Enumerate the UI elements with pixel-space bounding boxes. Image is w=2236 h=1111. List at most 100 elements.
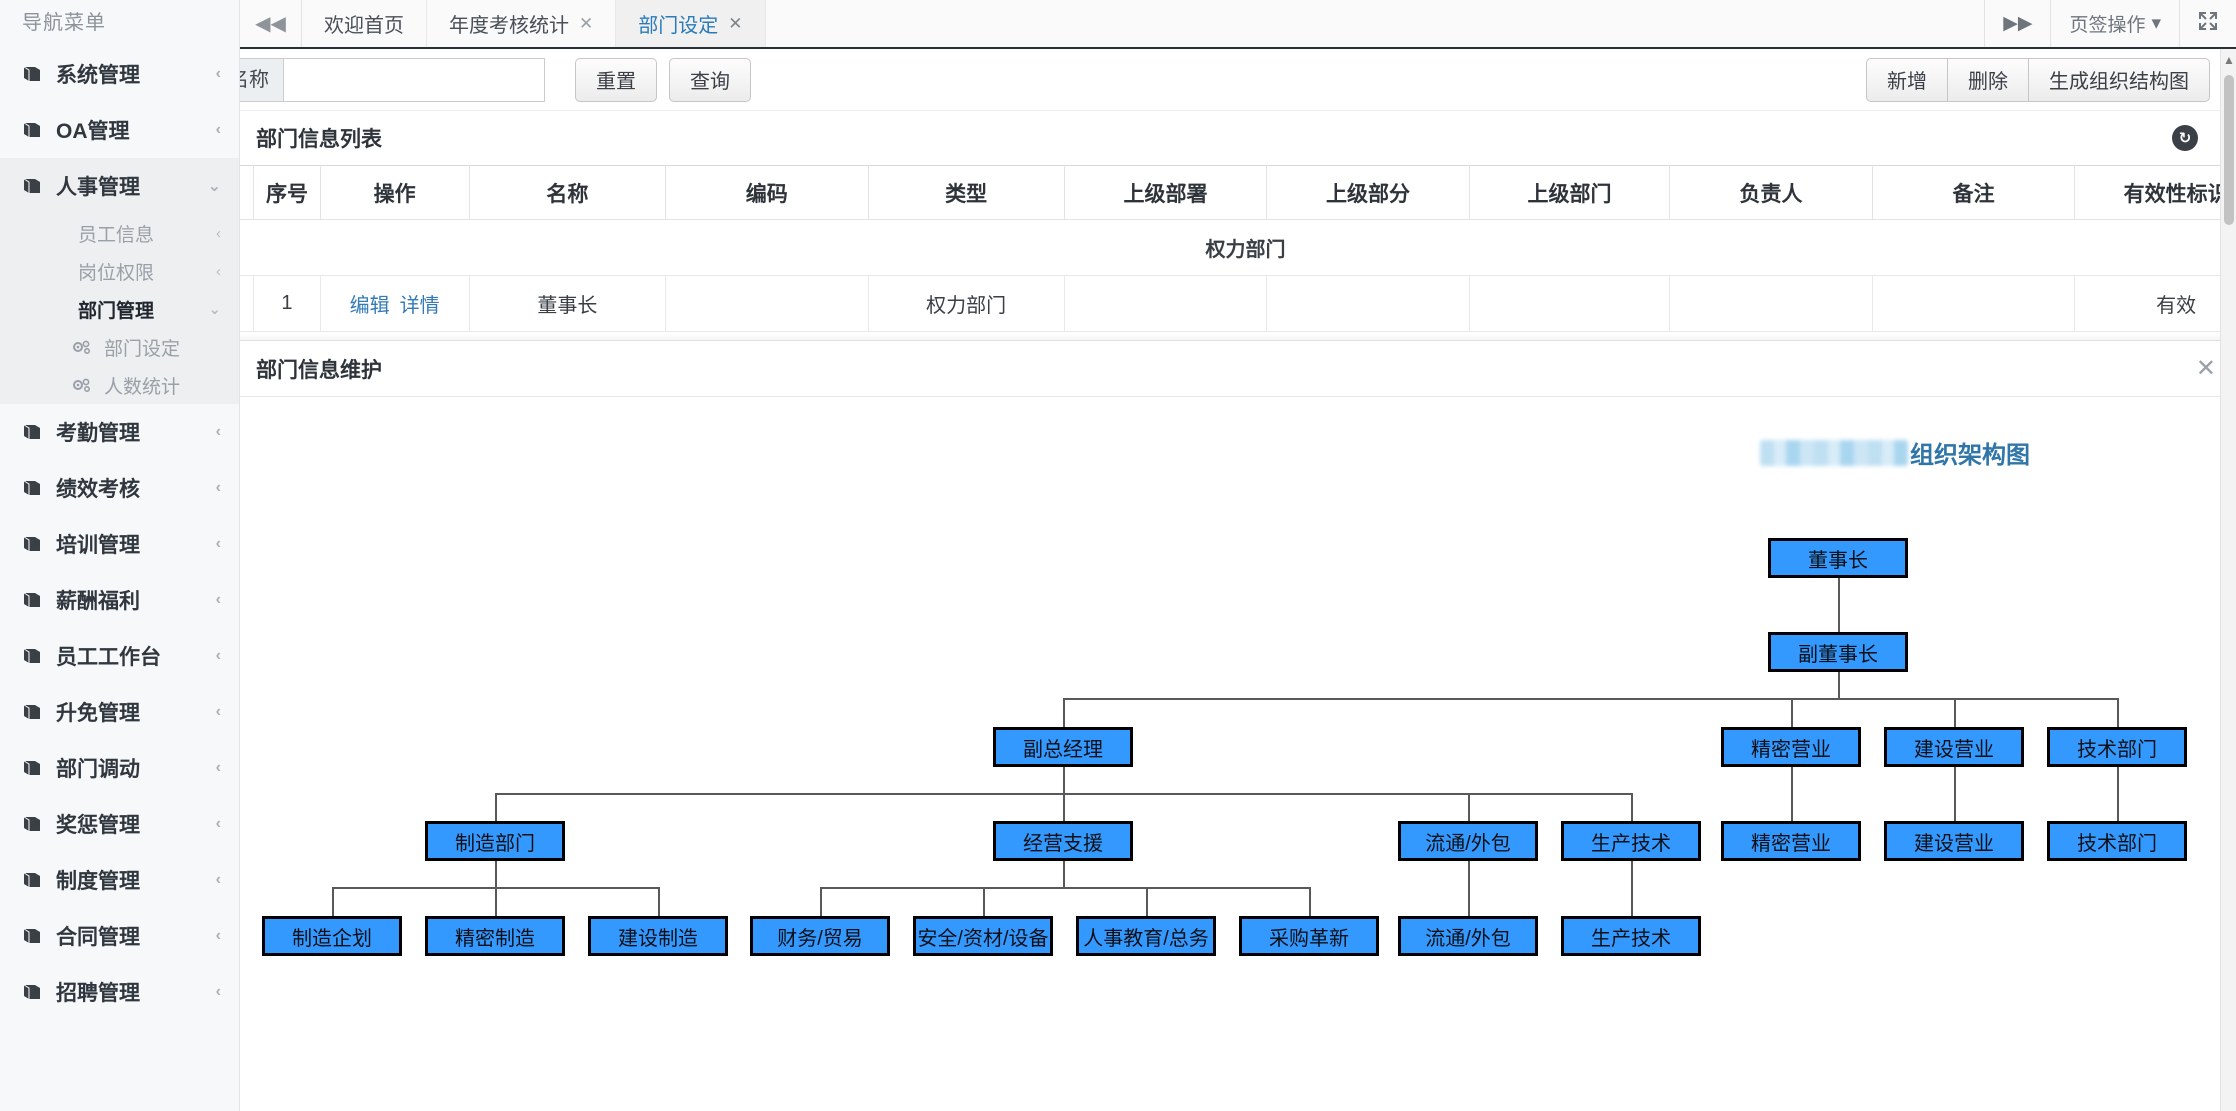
org-node[interactable]: 精密营业 <box>1721 727 1861 767</box>
org-node[interactable]: 财务/贸易 <box>750 916 890 956</box>
tab-department-setting[interactable]: 部门设定 ✕ <box>616 0 766 47</box>
scroll-up-icon[interactable]: ▲ <box>2223 53 2235 67</box>
sidebar-item-label: 绩效考核 <box>56 478 140 501</box>
org-node[interactable]: 生产技术 <box>1561 821 1701 861</box>
org-node-label: 精密营业 <box>1751 738 1831 761</box>
scrollbar-thumb[interactable] <box>2224 75 2234 225</box>
edit-link[interactable]: 编辑 <box>349 295 390 317</box>
chevron-left-icon: ‹ <box>215 121 221 138</box>
search-input[interactable] <box>283 57 545 102</box>
select-all-header[interactable] <box>240 165 255 220</box>
org-connector <box>495 887 497 916</box>
tab-close-icon[interactable]: ✕ <box>728 13 743 33</box>
org-node-label: 生产技术 <box>1591 927 1671 950</box>
sidebar-item-reward-punishment[interactable]: 奖惩管理 ‹ <box>0 796 239 852</box>
sidebar-item-label: 人事管理 <box>56 176 140 199</box>
detail-link[interactable]: 详情 <box>399 295 440 317</box>
org-node[interactable]: 副总经理 <box>993 727 1133 767</box>
tab-close-icon[interactable]: ✕ <box>579 13 594 33</box>
org-node[interactable]: 技术部门 <box>2047 727 2187 767</box>
query-button[interactable]: 查询 <box>669 57 751 102</box>
row-checkbox-cell[interactable] <box>240 275 255 332</box>
reset-button[interactable]: 重置 <box>575 57 657 102</box>
chevron-left-icon: ‹ <box>216 262 221 280</box>
sidebar-item-post-permission[interactable]: 岗位权限 ‹ <box>0 252 239 290</box>
add-button[interactable]: 新增 <box>1866 57 1948 102</box>
org-node[interactable]: 流通/外包 <box>1398 916 1538 956</box>
sidebar-item-label: 奖惩管理 <box>56 814 140 837</box>
sidebar-item-attendance-management[interactable]: 考勤管理 ‹ <box>0 404 239 460</box>
org-connector <box>495 861 497 887</box>
department-info-modal: 部门信息维护 ✕ 组织架构图 董事长副董事长副总经理精密营业建设营业技术部门制造… <box>240 340 2236 1111</box>
sidebar-item-department-transfer[interactable]: 部门调动 ‹ <box>0 740 239 796</box>
tabs-scroll-left-button[interactable]: ◀◀ <box>240 0 302 47</box>
department-table-wrapper: 序号 操作 名称 编码 类型 上级部署 上级部分 上级部门 负责人 备注 有效性… <box>240 165 2236 332</box>
sidebar-subitem-label: 岗位权限 <box>78 262 155 284</box>
tab-annual-appraisal-statistics[interactable]: 年度考核统计 ✕ <box>427 0 617 47</box>
org-node[interactable]: 精密制造 <box>425 916 565 956</box>
tab-welcome-home[interactable]: 欢迎首页 <box>302 0 427 47</box>
org-connector <box>820 887 1309 889</box>
cell-parent-deployment <box>1063 275 1268 332</box>
delete-button[interactable]: 删除 <box>1947 57 2029 102</box>
department-table: 序号 操作 名称 编码 类型 上级部署 上级部分 上级部门 负责人 备注 有效性… <box>240 165 2236 332</box>
fullscreen-button[interactable] <box>2179 0 2236 47</box>
tab-label: 年度考核统计 <box>449 15 569 37</box>
table-row[interactable]: 1 编辑详情 董事长 权力部门 有效 <box>240 275 2236 332</box>
sidebar-item-headcount-statistics[interactable]: 人数统计 <box>0 366 239 404</box>
generate-org-chart-button[interactable]: 生成组织结构图 <box>2028 57 2210 102</box>
org-node[interactable]: 人事教育/总务 <box>1076 916 1216 956</box>
cell-operation[interactable]: 编辑详情 <box>319 275 470 332</box>
org-node-label: 董事长 <box>1808 549 1868 572</box>
page-actions-dropdown[interactable]: 页签操作 ▾ <box>2050 0 2179 47</box>
sidebar-item-employee-info[interactable]: 员工信息 ‹ <box>0 214 239 252</box>
chevron-left-icon: ‹ <box>215 983 221 1000</box>
sidebar-item-hr-management[interactable]: 人事管理 ⌄ <box>0 158 239 214</box>
sidebar-item-recruitment-management[interactable]: 招聘管理 ‹ <box>0 964 239 1020</box>
sidebar-item-compensation-benefits[interactable]: 薪酬福利 ‹ <box>0 572 239 628</box>
org-connector <box>495 793 497 821</box>
sidebar-item-department-management[interactable]: 部门管理 ⌄ <box>0 290 239 328</box>
org-node[interactable]: 制造企划 <box>262 916 402 956</box>
sidebar-item-system-management[interactable]: 系统管理 ‹ <box>0 46 239 102</box>
sidebar-item-contract-management[interactable]: 合同管理 ‹ <box>0 908 239 964</box>
sidebar-item-policy-management[interactable]: 制度管理 ‹ <box>0 852 239 908</box>
close-icon[interactable]: ✕ <box>2195 354 2216 382</box>
tabs-scroll-right-button[interactable]: ▶▶ <box>1984 0 2050 47</box>
org-node[interactable]: 生产技术 <box>1561 916 1701 956</box>
org-node[interactable]: 采购革新 <box>1239 916 1379 956</box>
main-content: ◀◀ 欢迎首页 年度考核统计 ✕ 部门设定 ✕ ▶▶ 页签操作 ▾ <box>240 0 2236 1111</box>
org-node[interactable]: 制造部门 <box>425 821 565 861</box>
cell-owner <box>1669 275 1873 332</box>
org-node[interactable]: 技术部门 <box>2047 821 2187 861</box>
org-node[interactable]: 副董事长 <box>1768 632 1908 672</box>
org-node[interactable]: 经营支援 <box>993 821 1133 861</box>
sidebar-item-oa-management[interactable]: OA管理 ‹ <box>0 102 239 158</box>
org-node[interactable]: 董事长 <box>1768 538 1908 578</box>
sidebar-item-label: 培训管理 <box>56 534 140 557</box>
gears-icon <box>72 377 92 393</box>
refresh-icon[interactable]: ↻ <box>2172 125 2198 151</box>
org-node[interactable]: 流通/外包 <box>1398 821 1538 861</box>
action-button-group: 新增 删除 生成组织结构图 <box>1866 57 2210 102</box>
vertical-scrollbar[interactable]: ▲ <box>2220 49 2236 1111</box>
sidebar-item-promotion-management[interactable]: 升免管理 ‹ <box>0 684 239 740</box>
sidebar-item-department-setting[interactable]: 部门设定 <box>0 328 239 366</box>
org-node[interactable]: 精密营业 <box>1721 821 1861 861</box>
org-connector <box>1631 793 1633 821</box>
sidebar-leaf-label: 部门设定 <box>104 338 181 360</box>
sidebar-item-employee-workbench[interactable]: 员工工作台 ‹ <box>0 628 239 684</box>
cell-code <box>664 275 869 332</box>
org-node[interactable]: 建设营业 <box>1884 821 2024 861</box>
org-connector <box>820 887 822 916</box>
sidebar-title: 导航菜单 <box>22 12 106 34</box>
org-node[interactable]: 安全/资材/设备 <box>913 916 1053 956</box>
org-node[interactable]: 建设制造 <box>588 916 728 956</box>
book-icon <box>22 535 42 553</box>
org-connector <box>1063 698 2117 700</box>
sidebar-item-performance-appraisal[interactable]: 绩效考核 ‹ <box>0 460 239 516</box>
org-node[interactable]: 建设营业 <box>1884 727 2024 767</box>
column-header-code: 编码 <box>664 165 869 220</box>
org-connector <box>1468 861 1470 916</box>
sidebar-item-training-management[interactable]: 培训管理 ‹ <box>0 516 239 572</box>
